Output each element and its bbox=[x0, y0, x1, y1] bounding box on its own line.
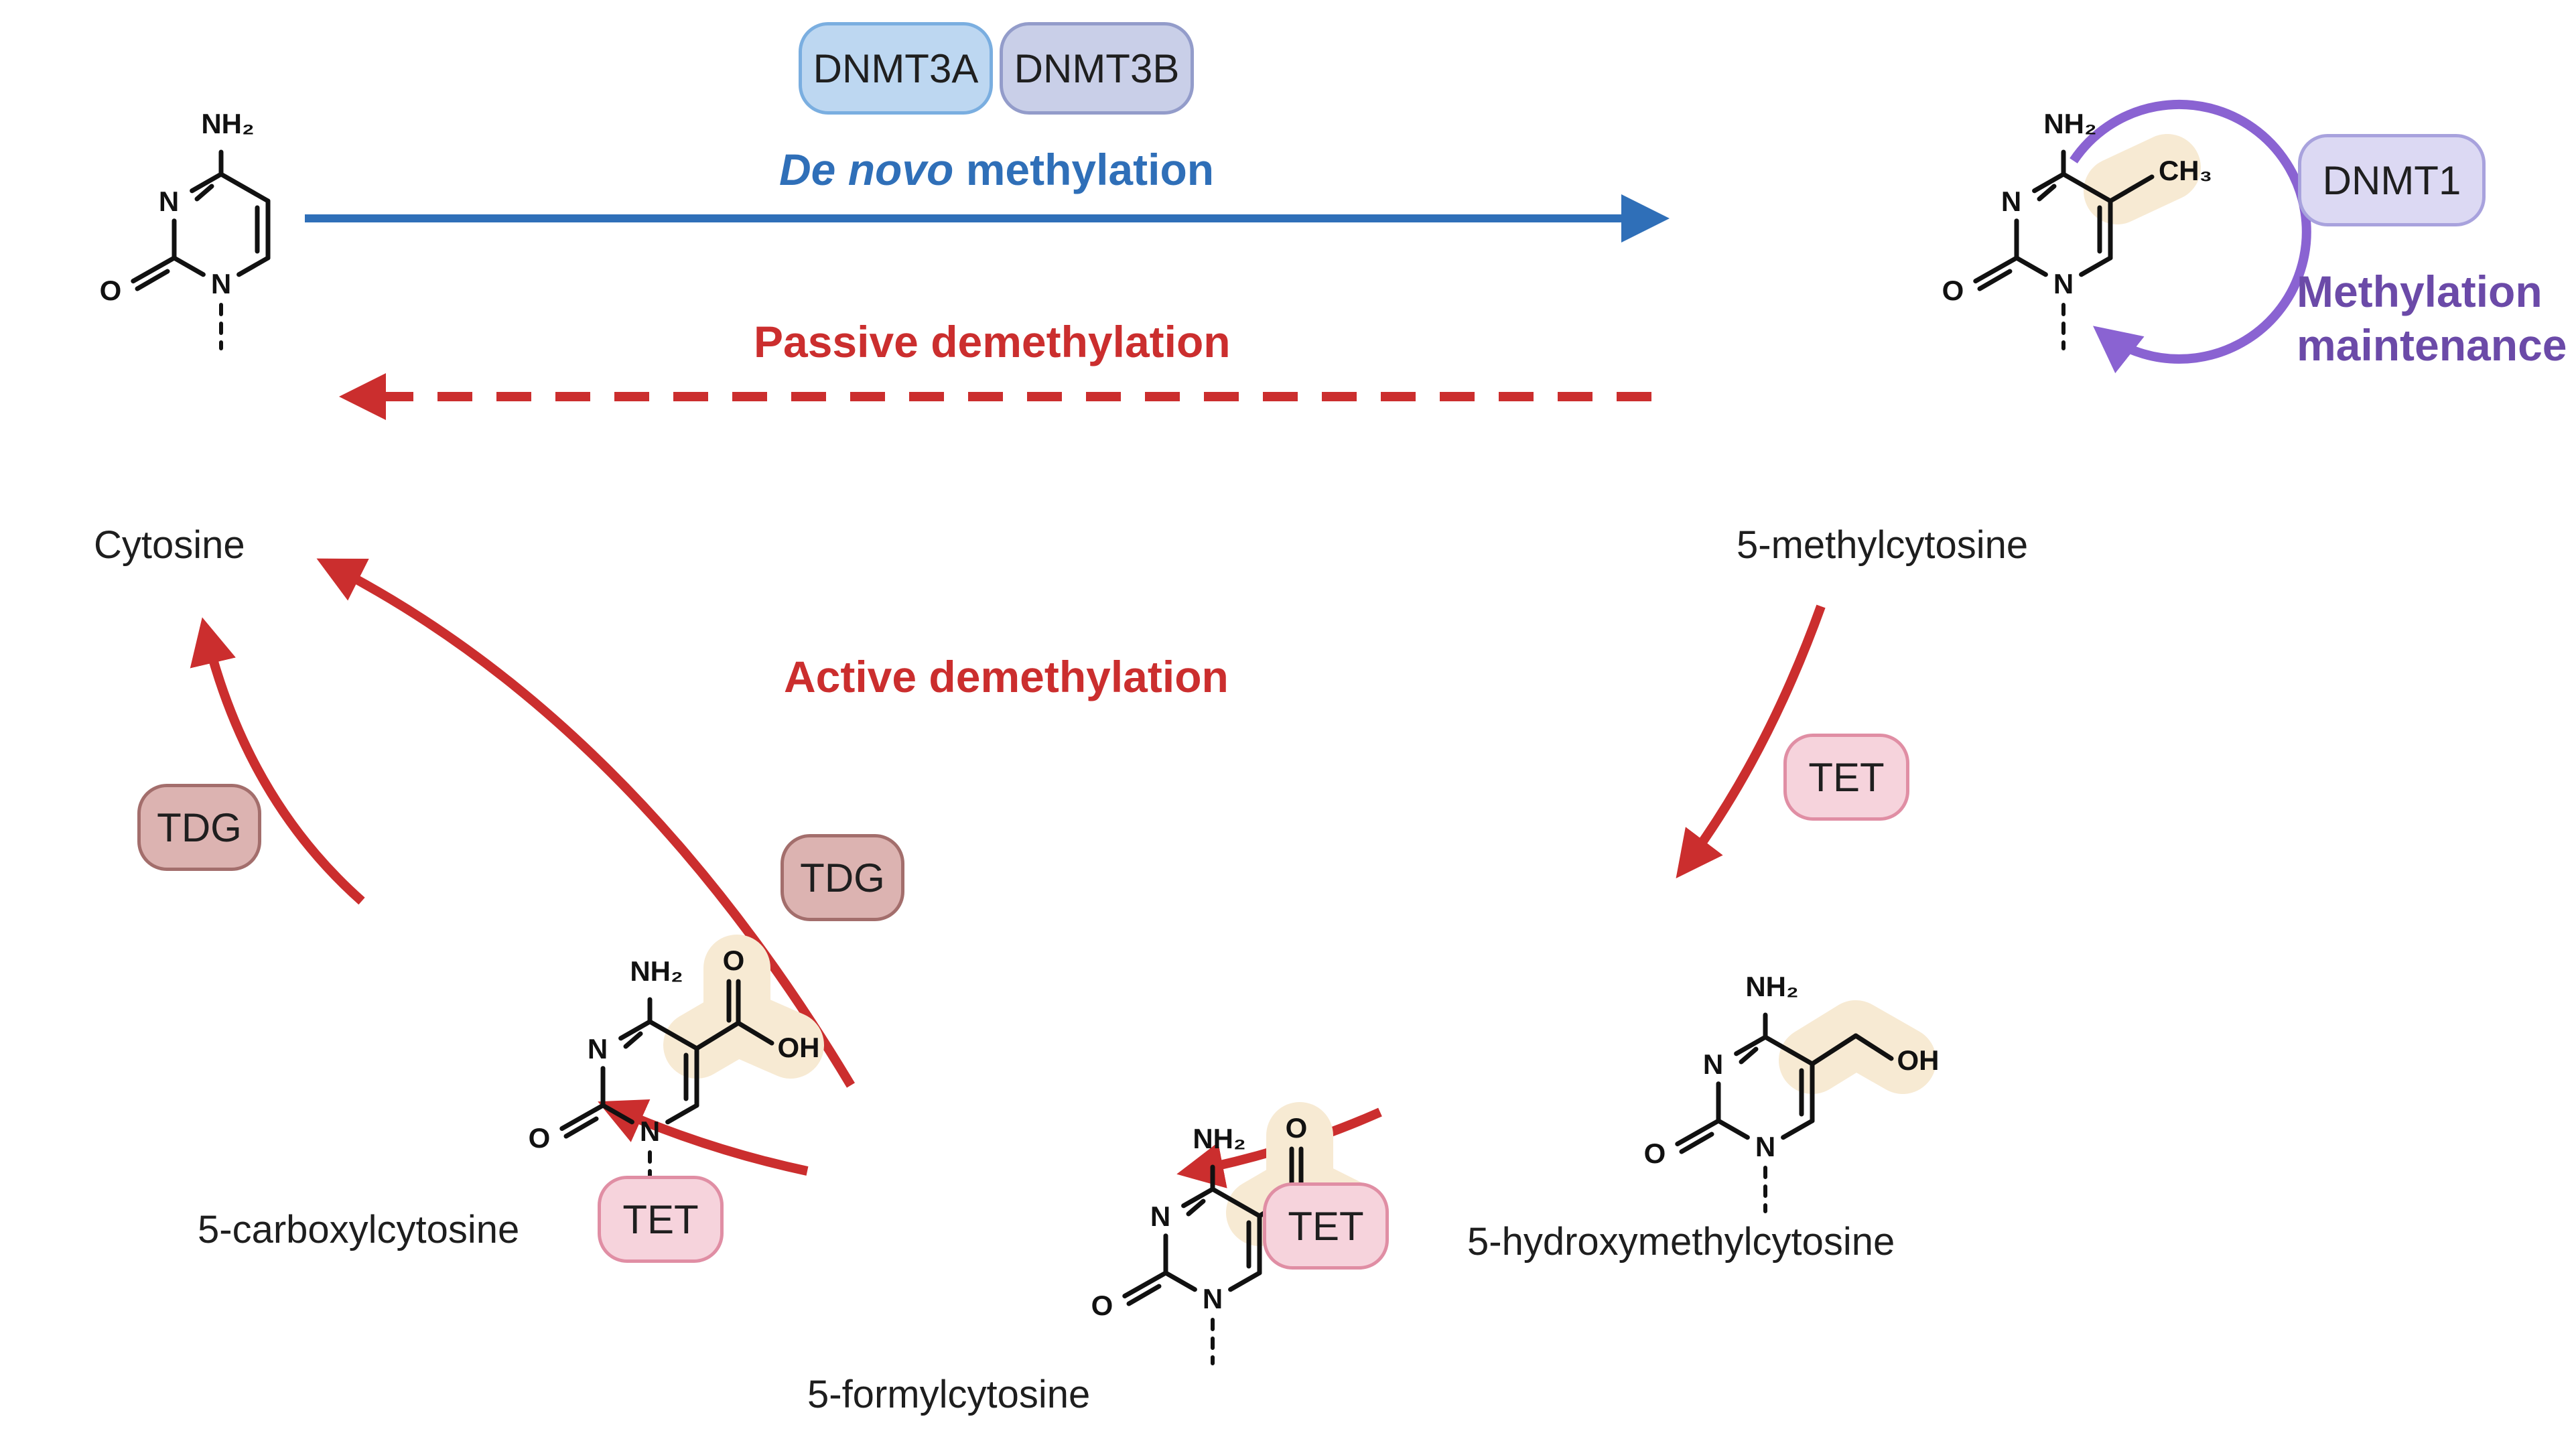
enzyme-tdg-2: TDG bbox=[137, 784, 261, 871]
atom-n3: N bbox=[159, 186, 179, 217]
5-hydroxymethylcytosine-structure: N N NH₂ O OH bbox=[1644, 971, 1940, 1213]
bond-n1-c6 bbox=[1228, 1270, 1262, 1292]
bond-c2-n1 bbox=[1716, 1118, 1750, 1140]
bond-c5-c4 bbox=[2061, 172, 2113, 204]
de-novo-methylation-label: De novo methylation bbox=[779, 144, 1214, 195]
active-demethylation-label: Active demethylation bbox=[784, 652, 1229, 701]
substituent-highlight bbox=[2084, 134, 2201, 224]
atom-ch3: CH₃ bbox=[2159, 155, 2212, 186]
arrow-5mc-to-5hmc bbox=[1676, 604, 1826, 879]
enzyme-tet-3: TET bbox=[598, 1176, 724, 1263]
5-carboxylcytosine-label: 5-carboxylcytosine bbox=[198, 1208, 520, 1251]
cytosine-label: Cytosine bbox=[94, 523, 245, 567]
double-bond-c2-o2 bbox=[1679, 1132, 1714, 1154]
atom-nh2: NH₂ bbox=[201, 108, 254, 139]
bond-c5-methyl bbox=[2108, 174, 2155, 204]
atom-n3: N bbox=[1703, 1048, 1723, 1080]
bond-c4-n3 bbox=[1181, 1186, 1215, 1209]
bond-n1-c6 bbox=[665, 1103, 699, 1125]
atom-n3: N bbox=[588, 1033, 608, 1065]
cytosine-structure: N N NH₂ O bbox=[100, 108, 271, 350]
passive-demethylation-label: Passive demethylation bbox=[754, 317, 1231, 366]
maintenance-line2: maintenance bbox=[2297, 320, 2567, 370]
bond-c4-n3 bbox=[190, 172, 224, 194]
enzyme-dnmt3a: DNMT3A bbox=[799, 22, 993, 115]
atom-n3: N bbox=[2001, 186, 2021, 217]
bond-c5-cooh bbox=[694, 1020, 741, 1051]
enzyme-tet-1: TET bbox=[1783, 734, 1909, 821]
enzyme-tet-2: TET bbox=[1263, 1182, 1389, 1270]
bond-c2-o2 bbox=[131, 255, 177, 284]
atom-o2: O bbox=[100, 275, 122, 306]
atom-nh2: NH₂ bbox=[630, 955, 683, 987]
bond-c2-n1 bbox=[2014, 255, 2048, 277]
atom-nh2: NH₂ bbox=[1193, 1123, 1245, 1154]
bond-c5-c4 bbox=[647, 1019, 699, 1051]
bond-c5-c4 bbox=[218, 172, 271, 204]
double-bond-c2-o2 bbox=[1126, 1284, 1162, 1306]
bond-c2-o2 bbox=[1973, 255, 2019, 284]
atom-nh2: NH₂ bbox=[2043, 108, 2096, 139]
atom-n3: N bbox=[1150, 1201, 1170, 1232]
atom-o2: O bbox=[1942, 275, 1964, 306]
5-carboxylcytosine-structure: N N NH₂ O O OH bbox=[529, 935, 824, 1198]
bond-c2-o2 bbox=[1122, 1270, 1168, 1299]
bond-c2-n1 bbox=[1163, 1270, 1197, 1292]
double-bond-c2-o2 bbox=[563, 1116, 599, 1139]
double-bond-c4-n3 bbox=[1186, 1199, 1206, 1217]
5-methylcytosine-structure: N N NH₂ O CH₃ bbox=[1942, 108, 2212, 350]
atom-o2: O bbox=[1644, 1138, 1666, 1169]
atom-n1: N bbox=[2053, 268, 2074, 299]
bond-ch2-oh bbox=[1853, 1033, 1894, 1061]
enzyme-tdg-1: TDG bbox=[781, 834, 904, 921]
bond-c4-n3 bbox=[1734, 1034, 1768, 1056]
atom-oh: OH bbox=[1897, 1044, 1940, 1076]
bond-n1-c6 bbox=[2079, 255, 2113, 277]
arrow-5fc-to-cytosine bbox=[316, 558, 856, 1088]
double-bond-c4-n3 bbox=[194, 184, 214, 202]
5-formylcytosine-label: 5-formylcytosine bbox=[807, 1373, 1091, 1416]
de-novo-rest: methylation bbox=[965, 145, 1215, 194]
atom-o-formyl: O bbox=[1286, 1112, 1308, 1144]
atom-oh: OH bbox=[778, 1032, 820, 1063]
atom-n1: N bbox=[1755, 1131, 1775, 1162]
arrow-5fc-to-5cac bbox=[598, 1099, 809, 1176]
atom-o-carboxyl: O bbox=[723, 945, 745, 976]
atom-n1: N bbox=[1203, 1283, 1223, 1314]
atom-n1: N bbox=[640, 1115, 660, 1147]
double-bond-c4-n3 bbox=[1739, 1046, 1759, 1065]
bond-c5-c4 bbox=[1210, 1186, 1262, 1219]
double-bond-c4-n3 bbox=[623, 1031, 643, 1049]
bond-c2-o2 bbox=[559, 1103, 606, 1132]
bond-c5-c4 bbox=[1763, 1034, 1815, 1067]
bond-c4-n3 bbox=[618, 1019, 653, 1041]
arrow-5cac-to-cytosine bbox=[190, 617, 365, 905]
atom-o2: O bbox=[529, 1122, 551, 1154]
double-bond-c2-o2 bbox=[135, 269, 170, 291]
bond-n1-c6 bbox=[1781, 1118, 1815, 1140]
methylation-maintenance-label: Methylation maintenance bbox=[2297, 265, 2567, 372]
5-hydroxymethylcytosine-label: 5-hydroxymethylcytosine bbox=[1467, 1220, 1895, 1264]
bond-c5-ch2 bbox=[1810, 1033, 1858, 1067]
bond-c2-n1 bbox=[600, 1103, 634, 1125]
de-novo-italic: De novo bbox=[779, 145, 954, 194]
double-bond-c2-o2 bbox=[1977, 269, 2013, 291]
maintenance-line1: Methylation bbox=[2297, 267, 2543, 316]
5-methylcytosine-label: 5-methylcytosine bbox=[1737, 523, 2029, 567]
bond-c-oh bbox=[736, 1020, 774, 1046]
double-bond-c4-n3 bbox=[2037, 184, 2057, 202]
bond-c2-n1 bbox=[172, 255, 206, 277]
bond-c4-n3 bbox=[2032, 172, 2066, 194]
bond-n1-c6 bbox=[236, 255, 271, 277]
enzyme-dnmt1: DNMT1 bbox=[2298, 134, 2486, 226]
atom-nh2: NH₂ bbox=[1745, 971, 1798, 1002]
atom-o2: O bbox=[1091, 1290, 1113, 1321]
bond-c2-o2 bbox=[1675, 1118, 1721, 1147]
atom-n1: N bbox=[211, 268, 231, 299]
enzyme-dnmt3b: DNMT3B bbox=[1000, 22, 1194, 115]
